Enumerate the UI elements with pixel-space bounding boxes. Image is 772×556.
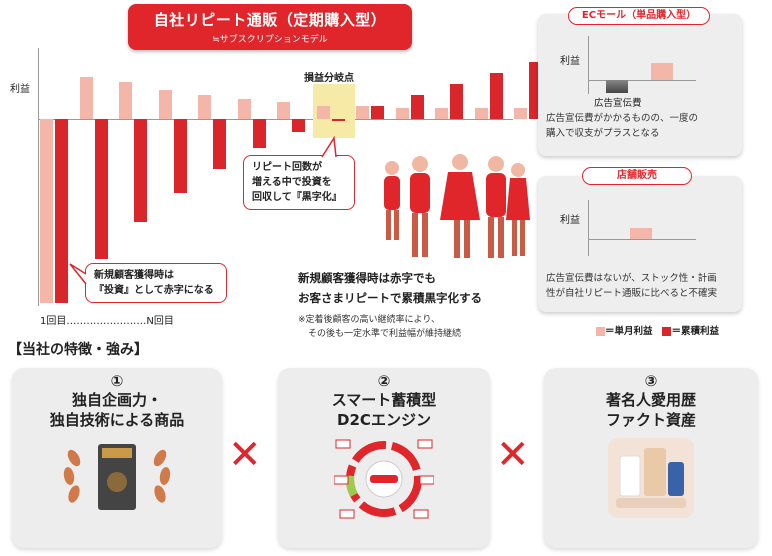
bar-cumulative-profit [489, 73, 503, 119]
cross-icon: ✕ [228, 432, 262, 478]
callout-repeat-line: リピート回数が [252, 162, 322, 173]
feature-card-title-line: D2Cエンジン [337, 411, 431, 429]
x-dots: …………………… [66, 316, 147, 327]
store-pill: 店舗販売 [582, 167, 692, 185]
feature-card-title-line: スマート蓄積型 [331, 391, 437, 409]
feature-card-1: ① 独自企画力・ 独自技術による商品 [12, 368, 222, 548]
feature-card-3: ③ 著名人愛用歴 ファクト資産 [544, 368, 758, 548]
store-desc-line: 広告宣伝費はないが、ストック性・計画 [546, 273, 717, 284]
people-caption-note-line: ※定着後顧客の高い継続率により、 [298, 315, 441, 325]
main-chart-title-banner: 自社リピート通販（定期購入型） ≒サブスクリプションモデル [128, 4, 412, 50]
bar-cumulative-profit [292, 119, 305, 132]
store-ylabel: 利益 [560, 215, 580, 226]
callout-repeat: リピート回数が 増える中で投資を 回収して『黒字化』 [243, 155, 355, 210]
feature-card-title-line: 独自技術による商品 [49, 411, 185, 429]
ec-ylabel: 利益 [560, 56, 580, 67]
callout-investment-line: 『投資』として赤字になる [94, 285, 214, 296]
ec-x-axis [588, 80, 696, 81]
bar-monthly-profit [474, 107, 488, 119]
ec-desc-line: 購入で収支がプラスとなる [546, 128, 660, 139]
legend: ＝単月利益 ＝累積利益 [596, 323, 719, 337]
feature-card-title-line: 著名人愛用歴 [605, 391, 696, 409]
bar-monthly-profit [514, 107, 527, 119]
callout-repeat-line: 回収して『黒字化』 [252, 192, 342, 203]
feature-card-2: ② スマート蓄積型 D2Cエンジン [278, 368, 490, 548]
product-laurel-icon [63, 444, 171, 510]
callout-repeat-line: 増える中で投資を [252, 177, 332, 188]
store-panel [538, 176, 742, 312]
people-caption-heading: 新規顧客獲得時は赤字でも お客さまリピートで累積黒字化する [298, 268, 482, 308]
main-chart-subtitle: ≒サブスクリプションモデル [212, 35, 328, 45]
store-profit-bar [630, 228, 652, 239]
callout-investment-pointer [69, 263, 87, 285]
family-illustration [384, 154, 530, 258]
features-heading: 【当社の特徴・強み】 [8, 342, 148, 358]
bar-monthly-profit [79, 76, 93, 119]
store-y-axis [588, 200, 589, 256]
bar-cumulative-profit [173, 119, 187, 193]
store-x-axis [588, 239, 696, 240]
bar-monthly-profit [435, 107, 448, 119]
main-chart-title: 自社リピート通販（定期購入型） [153, 11, 387, 29]
x-start-label: 1回目 [40, 316, 67, 327]
bar-monthly-profit [40, 119, 53, 303]
feature-card-title-line: ファクト資産 [605, 411, 696, 429]
callout-investment: 新規顧客獲得時は 『投資』として赤字になる [85, 263, 227, 303]
ec-profit-bar [651, 63, 673, 80]
bar-monthly-profit [198, 95, 211, 119]
ec-ad-cost-label: 広告宣伝費 [594, 98, 642, 109]
x-axis-labels: 1回目……………………N回目 [40, 312, 174, 327]
bar-cumulative-profit [410, 95, 424, 119]
people-caption-line: 新規顧客獲得時は赤字でも [298, 271, 436, 285]
bar-cumulative-profit [371, 106, 384, 119]
bar-cumulative-profit [134, 119, 147, 223]
feature-card-title-line: 独自企画力・ [71, 391, 162, 409]
d2c-engine-cycle-icon [333, 439, 435, 519]
main-chart-y-axis [38, 48, 39, 306]
ec-desc-line: 広告宣伝費がかかるものの、一度の [546, 113, 699, 124]
ec-mall-panel [538, 14, 742, 156]
bar-monthly-profit [316, 106, 330, 119]
bar-cumulative-profit [213, 119, 226, 169]
ec-y-axis [588, 36, 589, 94]
ec-mall-pill: ECモール（単品購入型） [568, 7, 710, 25]
bar-cumulative-profit [450, 84, 463, 119]
feature-card-number: ③ [644, 372, 658, 390]
celebrity-photo-icon [608, 438, 694, 518]
feature-card-number: ① [110, 372, 124, 390]
main-chart-x-axis [38, 119, 513, 120]
bar-monthly-profit [237, 98, 251, 119]
legend-swatch-monthly [596, 327, 605, 336]
people-caption-note: ※定着後顧客の高い継続率により、 その後も一定水準で利益幅が維持継続 [298, 313, 461, 341]
bar-cumulative-profit [94, 119, 108, 259]
x-end-label: N回目 [146, 316, 174, 327]
ec-desc: 広告宣伝費がかかるものの、一度の 購入で収支がプラスとなる [546, 111, 698, 141]
bar-monthly-profit [395, 107, 409, 119]
bar-cumulative-profit [252, 119, 266, 149]
people-caption-line: お客さまリピートで累積黒字化する [298, 291, 482, 305]
bar-monthly-profit [356, 106, 369, 119]
ec-ad-cost-bar [606, 80, 628, 93]
bar-monthly-profit [119, 82, 132, 119]
bar-cumulative-profit [55, 119, 68, 303]
cross-icon: ✕ [496, 432, 530, 478]
callout-investment-line: 新規顧客獲得時は [94, 270, 174, 281]
main-chart-ylabel: 利益 [10, 84, 30, 95]
store-desc-line: 性が自社リピート通販に比べると不確実 [546, 288, 718, 299]
store-desc: 広告宣伝費はないが、ストック性・計画 性が自社リピート通販に比べると不確実 [546, 271, 717, 301]
bar-monthly-profit [158, 89, 172, 119]
people-caption-note-line: その後も一定水準で利益幅が維持継続 [308, 329, 462, 339]
bar-monthly-profit [277, 102, 290, 119]
breakeven-label: 損益分岐点 [304, 73, 354, 84]
callout-repeat-pointer [321, 136, 337, 158]
legend-swatch-cumulative [662, 327, 672, 336]
feature-card-number: ② [377, 372, 391, 390]
legend-cumulative: ＝累積利益 [671, 326, 719, 337]
legend-monthly: ＝単月利益 [605, 326, 653, 337]
bar-cumulative-profit [331, 119, 345, 121]
